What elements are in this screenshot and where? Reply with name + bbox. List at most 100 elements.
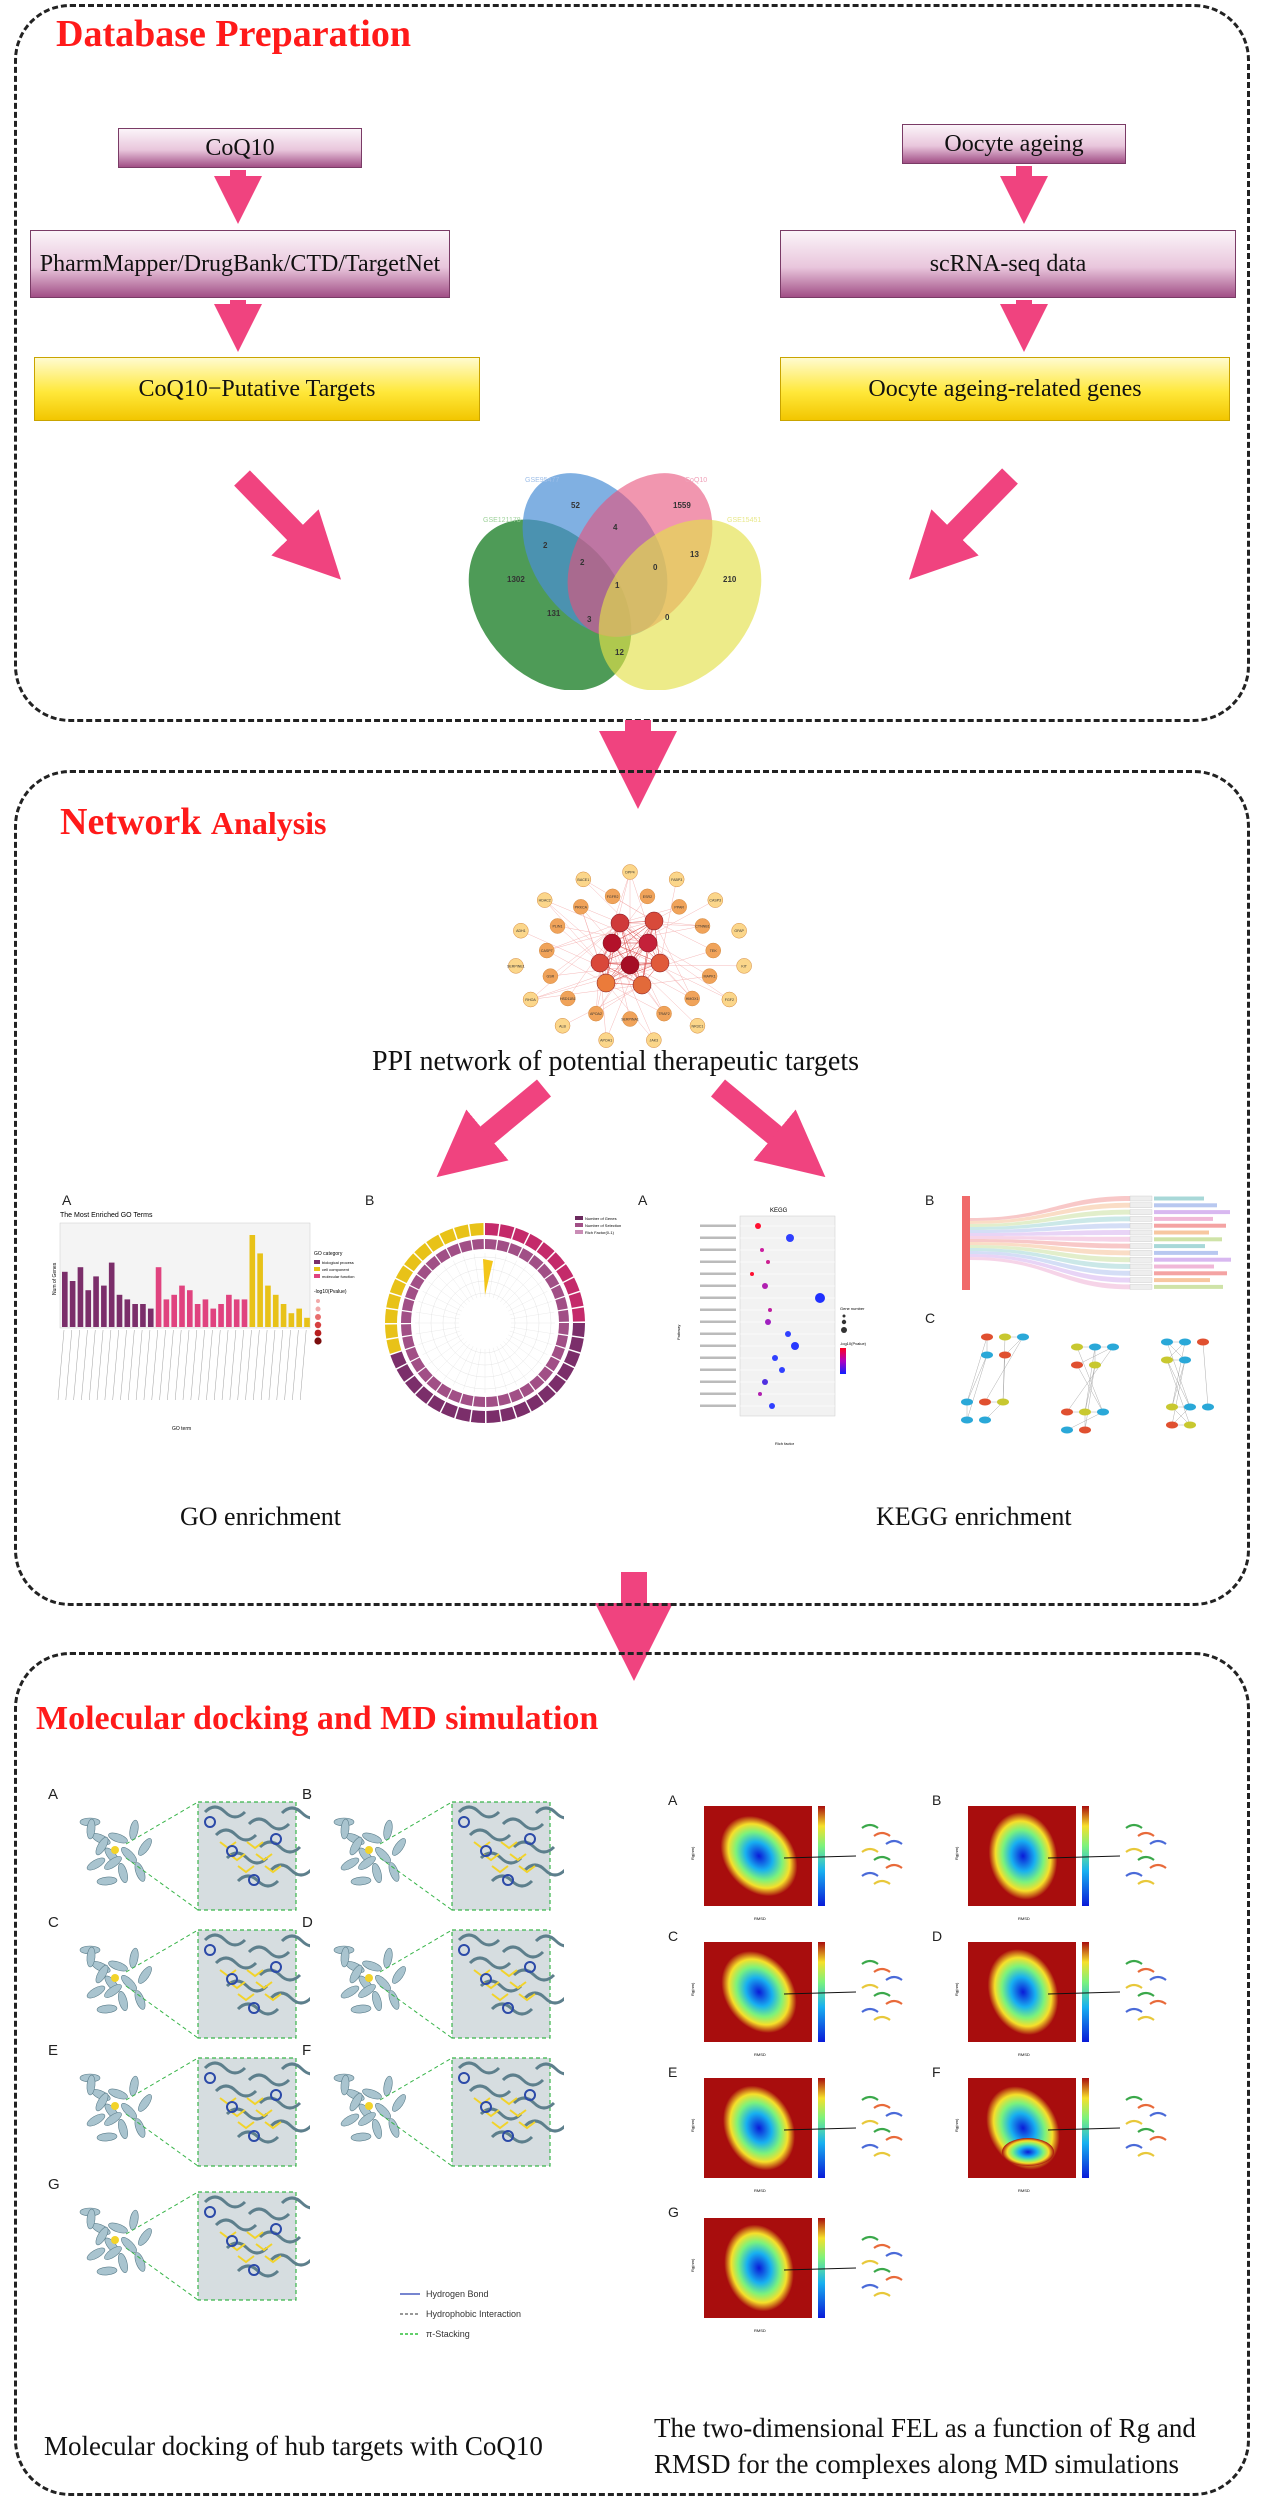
protein-helix — [390, 2093, 408, 2114]
go-circ-spoke — [497, 1261, 517, 1300]
kegg-net-node — [1197, 1339, 1209, 1346]
go-circ-segment — [471, 1410, 485, 1423]
go-circ-segment — [485, 1239, 497, 1250]
kegg-pathway-label — [700, 1381, 736, 1384]
protein-helix — [390, 1837, 408, 1858]
kegg-net-node — [1161, 1357, 1173, 1364]
ppi-node-label: PRKCA — [575, 905, 588, 909]
go-circ-segment — [512, 1228, 529, 1244]
ligand-marker — [111, 2236, 119, 2244]
go-circ-spoke — [423, 1291, 462, 1311]
protein-helix — [128, 1819, 139, 1840]
go-circ-segment — [569, 1292, 584, 1308]
protein-helix — [128, 2209, 139, 2230]
kegg-net-node — [1079, 1427, 1091, 1434]
fel-panel-d: RMSDRg(nm) — [948, 1934, 1198, 2062]
go-circ-spoke — [463, 1256, 477, 1298]
fel-panel-e: RMSDRg(nm) — [684, 2070, 934, 2198]
go-tick — [66, 1330, 72, 1400]
go-circ-segment — [402, 1298, 414, 1311]
kegg-dot — [786, 1234, 794, 1242]
kegg-pathway-label — [700, 1225, 736, 1228]
sankey-bar — [1154, 1244, 1205, 1248]
venn-num-13: 12 — [615, 648, 624, 657]
kegg-net-node — [961, 1399, 973, 1406]
go-tick — [175, 1330, 181, 1400]
ppi-caption: PPI network of potential therapeutic tar… — [372, 1046, 859, 1078]
go-bar — [125, 1299, 131, 1327]
docking-panel-letter: D — [302, 1914, 313, 1931]
protein-helix — [136, 2227, 154, 2248]
sankey-source — [962, 1196, 970, 1290]
go-bar — [62, 1272, 68, 1327]
kegg-net-edge — [1003, 1355, 1005, 1402]
fel-colorbar — [1082, 1806, 1089, 1906]
go-bar — [281, 1304, 287, 1327]
kegg-net-node — [999, 1352, 1011, 1359]
go-circ-segment — [551, 1346, 564, 1360]
go-yaxis: Num of Genes — [52, 1262, 58, 1295]
go-circ-highlight — [483, 1259, 493, 1295]
fel-structure — [1126, 1825, 1142, 1828]
ppi-node-label: APOA2 — [590, 1012, 602, 1016]
kegg-sankey — [960, 1188, 1240, 1298]
go-tick — [261, 1330, 267, 1400]
kegg-net-node — [1166, 1422, 1178, 1429]
protein-helix — [371, 1990, 384, 2011]
go-bar — [140, 1304, 146, 1327]
venn-num-12: 0 — [665, 613, 670, 622]
fel-structure — [874, 1993, 890, 1996]
go-bar — [250, 1235, 256, 1327]
go-circ-spoke — [418, 1331, 460, 1345]
go-bar — [242, 1299, 248, 1327]
venn-num-5: 13 — [690, 550, 699, 559]
go-circ-segment — [500, 1407, 516, 1422]
venn-num-2: 1559 — [673, 501, 691, 510]
go-circ-segment — [572, 1323, 585, 1337]
kegg-dot — [779, 1367, 785, 1373]
protein-helix — [117, 1862, 130, 1883]
go-circular-plot: Number of Genes Number of Selection Rich… — [375, 1198, 635, 1438]
go-bar — [304, 1318, 310, 1327]
docking-panel-c — [60, 1920, 310, 2050]
fel-structure — [1126, 1873, 1142, 1876]
kegg-net-node — [1079, 1409, 1091, 1416]
go-xaxis: GO term — [172, 1426, 191, 1432]
fel-structure — [862, 1961, 878, 1964]
kegg-net-node — [1166, 1404, 1178, 1411]
fel-structure — [1126, 1849, 1142, 1852]
ligand-marker — [365, 2102, 373, 2110]
fel-panel-letter: C — [668, 1928, 678, 1944]
fel-colorbar — [818, 1942, 825, 2042]
kegg-bubble-plot: KEGG Rich factor Pathway Gene number -lo… — [640, 1200, 880, 1450]
venn-num-3: 2 — [543, 541, 548, 550]
sankey-bar — [1154, 1258, 1231, 1262]
sankey-target — [1130, 1216, 1152, 1221]
kegg-dot — [758, 1392, 762, 1396]
fel-structure — [862, 2237, 878, 2240]
go-circ-segment — [564, 1350, 580, 1367]
go-circ-spoke — [511, 1327, 554, 1334]
fel-structure — [1138, 2105, 1154, 2108]
go-circ-segment — [486, 1396, 498, 1407]
go-circ-segment — [556, 1335, 568, 1348]
go-circ-segment — [569, 1337, 584, 1353]
fel-structure — [874, 2245, 890, 2248]
sankey-bar — [1154, 1197, 1204, 1201]
fel-yaxis: Rg(nm) — [690, 2118, 695, 2132]
go-size-legend-title: -log10(Pvalue) — [314, 1289, 347, 1295]
kegg-net-node — [1161, 1339, 1173, 1346]
go-circ-spoke — [416, 1312, 459, 1319]
sankey-target — [1130, 1257, 1152, 1262]
fel-panel-a: RMSDRg(nm) — [684, 1798, 934, 1926]
go-bar — [187, 1290, 193, 1327]
protein-helix — [119, 1845, 139, 1865]
kegg-net-node — [1089, 1362, 1101, 1369]
fel-structure — [886, 1841, 902, 1844]
protein-helix — [361, 1831, 383, 1845]
docking-panel-e — [60, 2048, 310, 2178]
go-tick — [199, 1330, 205, 1400]
go-circ-spoke — [489, 1349, 496, 1392]
fel-structure — [1138, 2129, 1154, 2132]
kegg-net-node — [979, 1399, 991, 1406]
